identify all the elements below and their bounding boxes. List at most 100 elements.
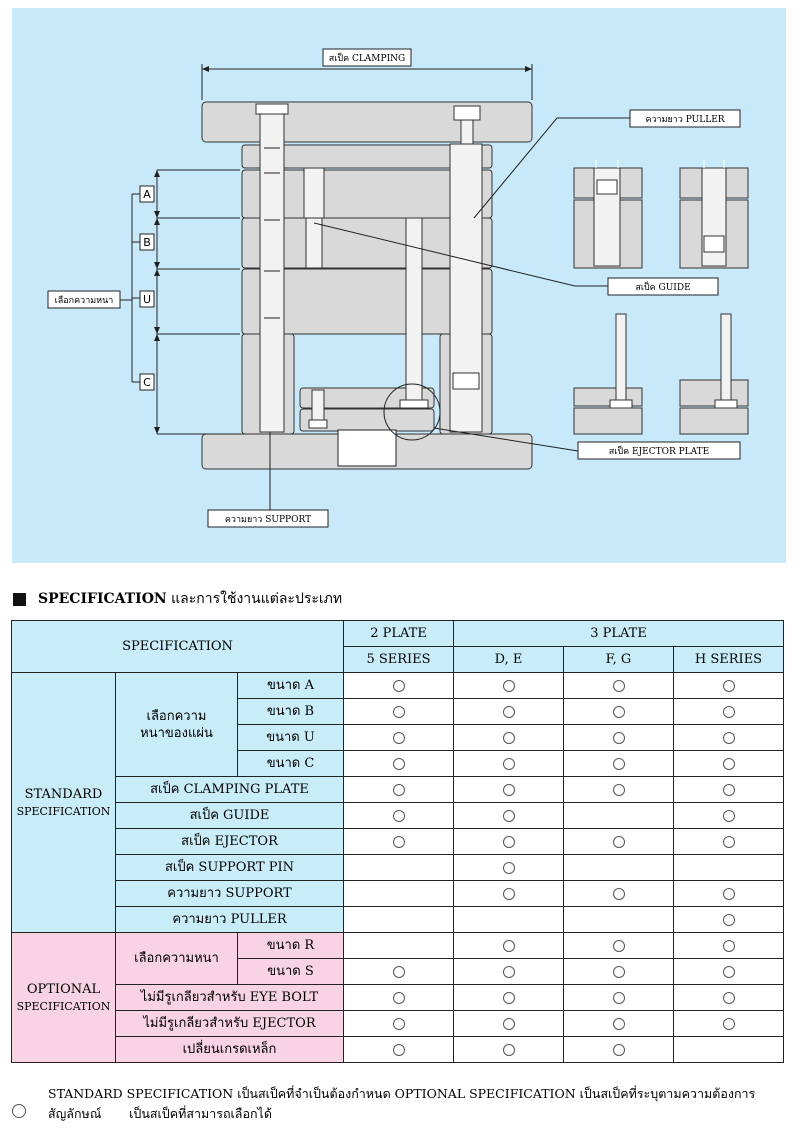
available-circle-icon xyxy=(392,757,405,770)
available-circle-icon xyxy=(502,939,515,952)
available-circle-icon xyxy=(392,965,405,978)
row-label: ขนาด U xyxy=(237,724,344,751)
clamping-label: สเป็ค CLAMPING xyxy=(329,51,405,64)
available-circle-icon xyxy=(722,991,735,1004)
footnote-line-1: STANDARD SPECIFICATION เป็นสเป็คที่จำเป็… xyxy=(48,1086,756,1101)
spec-row: ความยาว PULLER xyxy=(12,906,785,933)
mark-cell xyxy=(343,906,454,933)
mark-cell xyxy=(453,802,564,829)
row-label: เปลี่ยนเกรดเหล็ก xyxy=(115,1036,344,1063)
mark-cell xyxy=(672,698,785,725)
row-label: ความยาว PULLER xyxy=(115,906,344,933)
available-circle-icon xyxy=(722,809,735,822)
mark-cell xyxy=(453,984,564,1011)
letter-u: U xyxy=(143,293,151,306)
available-circle-icon xyxy=(502,679,515,692)
spec-row: สเป็ค SUPPORT PIN xyxy=(12,854,785,881)
available-circle-icon xyxy=(502,809,515,822)
optional-label-1: OPTIONAL xyxy=(26,981,101,997)
standard-label-2: SPECIFICATION xyxy=(16,804,111,818)
mark-cell xyxy=(343,958,454,985)
spec-row: ความยาว SUPPORT xyxy=(12,880,785,907)
header-5-series: 5 SERIES xyxy=(343,646,454,673)
available-circle-icon xyxy=(392,809,405,822)
support-plate-u xyxy=(241,268,493,335)
guide-callout: สเป็ค GUIDE xyxy=(313,222,719,296)
footnote-line-2: สัญลักษณ์ เป็นสเป็คที่สามารถเลือกได้ xyxy=(48,1106,272,1121)
mark-cell xyxy=(343,724,454,751)
mark-cell xyxy=(453,828,564,855)
section-title-bold: SPECIFICATION xyxy=(38,591,167,607)
mark-cell xyxy=(563,880,674,907)
header-2-plate: 2 PLATE xyxy=(343,620,454,647)
available-circle-icon xyxy=(722,731,735,744)
available-circle-icon xyxy=(612,965,625,978)
std-thickness-group-line-2: หนาของแผ่น xyxy=(140,725,213,741)
support-pin-right xyxy=(449,143,483,433)
mark-cell xyxy=(343,698,454,725)
mark-cell xyxy=(563,906,674,933)
mark-cell xyxy=(453,958,564,985)
standard-specification-label: STANDARD SPECIFICATION xyxy=(11,672,116,933)
mark-cell xyxy=(453,854,564,881)
mark-cell xyxy=(672,958,785,985)
detail-guide-view-2 xyxy=(679,160,749,269)
available-circle-icon xyxy=(502,887,515,900)
mark-cell xyxy=(672,776,785,803)
mark-cell xyxy=(672,828,785,855)
mark-cell xyxy=(672,854,785,881)
section-title-rest: และการใช้งานแต่ละประเภท xyxy=(171,591,343,607)
row-label: ขนาด R xyxy=(237,932,344,959)
available-circle-icon xyxy=(502,991,515,1004)
row-label: ไม่มีรูเกลียวสำหรับ EYE BOLT xyxy=(115,984,344,1011)
standard-label-1: STANDARD xyxy=(24,786,103,802)
available-circle-icon xyxy=(612,1017,625,1030)
header-f-g: F, G xyxy=(563,646,674,673)
stripper-plate xyxy=(241,144,493,169)
spec-row: สเป็ค GUIDE xyxy=(12,802,785,829)
mark-cell xyxy=(343,854,454,881)
square-bullet-icon xyxy=(13,592,26,606)
row-label: สเป็ค EJECTOR xyxy=(115,828,344,855)
available-circle-icon xyxy=(612,731,625,744)
mark-cell xyxy=(563,724,674,751)
available-circle-icon xyxy=(722,887,735,900)
mark-cell xyxy=(563,984,674,1011)
std-thickness-group: เลือกความหนาของแผ่น xyxy=(115,672,238,777)
header-3-plate: 3 PLATE xyxy=(452,620,785,647)
mark-cell xyxy=(563,828,674,855)
header-row-1: SPECIFICATION 2 PLATE 3 PLATE xyxy=(11,620,785,673)
available-circle-icon xyxy=(392,835,405,848)
mark-cell xyxy=(563,958,674,985)
row-label: ขนาด C xyxy=(237,750,344,777)
mark-cell xyxy=(672,672,785,699)
circle-symbol-icon xyxy=(12,1104,26,1118)
mark-cell xyxy=(453,698,564,725)
mark-cell xyxy=(672,1010,785,1037)
detail-ejector-view-2 xyxy=(679,313,749,435)
available-circle-icon xyxy=(612,783,625,796)
mark-cell xyxy=(563,776,674,803)
specification-table: SPECIFICATION 2 PLATE 3 PLATE 5 SERIES D… xyxy=(11,620,785,1063)
row-label: สเป็ค CLAMPING PLATE xyxy=(115,776,344,803)
available-circle-icon xyxy=(612,1043,625,1056)
spec-row: ไม่มีรูเกลียวสำหรับ EYE BOLT xyxy=(12,984,785,1011)
row-label: ขนาด B xyxy=(237,698,344,725)
letter-b: B xyxy=(143,236,151,249)
puller-callout: ความยาว PULLER xyxy=(473,109,741,219)
detail-guide-view-1 xyxy=(573,160,643,269)
available-circle-icon xyxy=(722,939,735,952)
mark-cell xyxy=(343,1036,454,1063)
available-circle-icon xyxy=(612,991,625,1004)
available-circle-icon xyxy=(392,1017,405,1030)
mark-cell xyxy=(563,750,674,777)
available-circle-icon xyxy=(502,783,515,796)
letter-c: C xyxy=(143,376,151,389)
mark-cell xyxy=(563,1010,674,1037)
mark-cell xyxy=(672,984,785,1011)
header-d-e: D, E xyxy=(453,646,564,673)
return-pin xyxy=(399,217,429,409)
mark-cell xyxy=(563,932,674,959)
available-circle-icon xyxy=(722,913,735,926)
